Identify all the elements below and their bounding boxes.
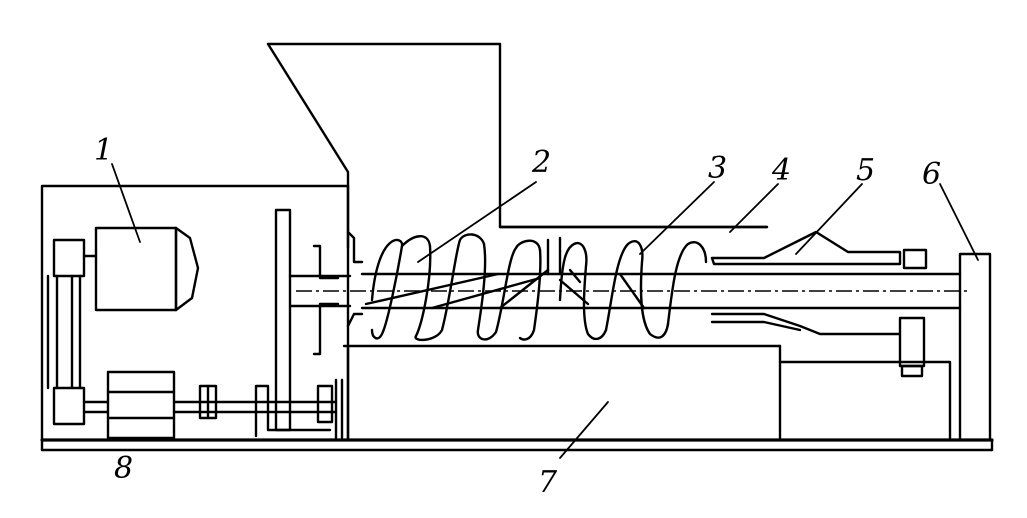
part-labels: 1 2 3 4 5 6 7 8 [94, 133, 941, 500]
label-motor: 1 [94, 133, 113, 168]
label-drive: 8 [114, 451, 133, 486]
leader-lines [111, 163, 979, 459]
gear-train [254, 208, 344, 440]
label-feed-auger: 2 [531, 145, 551, 180]
label-frame: 7 [538, 465, 558, 500]
hopper [266, 42, 769, 250]
shaft-bearings [312, 230, 364, 356]
label-press-auger: 3 [708, 151, 727, 186]
feed-auger [364, 233, 550, 342]
frame [346, 344, 952, 442]
end-plate [958, 252, 992, 442]
press-auger [558, 240, 708, 341]
label-barrel-housing: 4 [771, 153, 791, 188]
reducer [82, 370, 292, 440]
barrel-housing [342, 225, 782, 348]
label-end-plate: 6 [922, 157, 941, 192]
belt-drive [46, 238, 98, 426]
discharge-cone [710, 230, 928, 378]
motor [94, 226, 200, 312]
base-plate [40, 438, 994, 452]
label-discharge-cone: 5 [856, 153, 875, 188]
